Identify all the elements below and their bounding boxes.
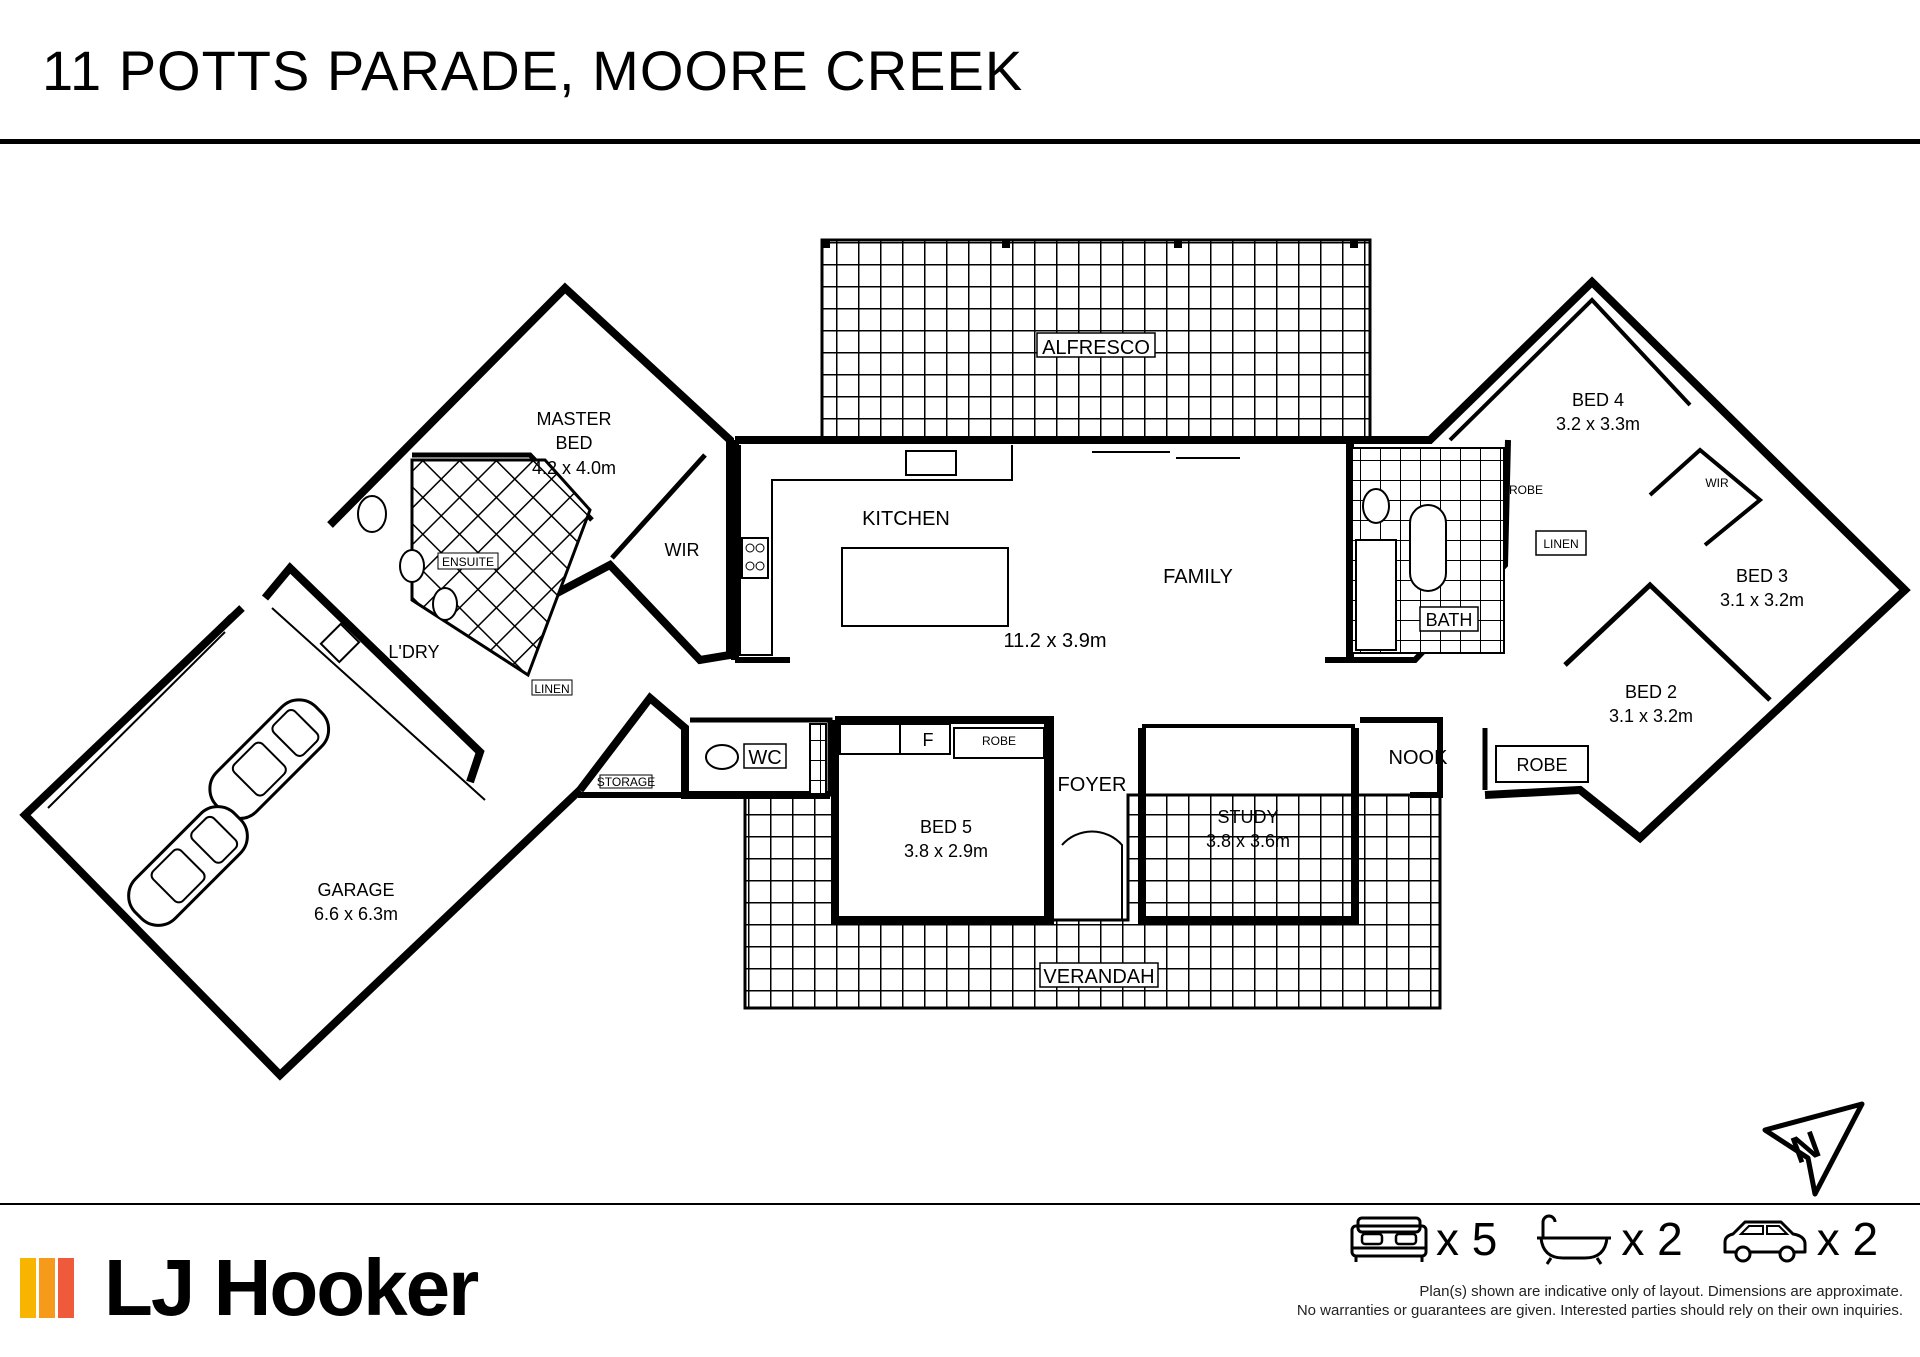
toilet-icon xyxy=(705,744,739,770)
basin-icon xyxy=(399,549,425,583)
bedroom-count-value: x 5 xyxy=(1436,1213,1498,1265)
brand-logo: LJ Hooker xyxy=(20,1243,479,1332)
label-study-size: 3.8 x 3.6m xyxy=(1206,831,1290,851)
alfresco-deck: ALFRESCO xyxy=(820,238,1372,440)
label-foyer: FOYER xyxy=(1058,774,1127,796)
label-ensuite: ENSUITE xyxy=(442,555,494,569)
left-wing: ENSUITE MASTER BED 4.2 x 4.0m WIR L'DRY … xyxy=(261,282,734,801)
label-study: STUDY xyxy=(1217,807,1278,827)
plan-disclaimer: Plan(s) shown are indicative only of lay… xyxy=(1297,1282,1903,1320)
car-icon xyxy=(1723,1220,1807,1263)
bathroom-count-value: x 2 xyxy=(1621,1213,1683,1265)
label-garage-size: 6.6 x 6.3m xyxy=(314,904,398,924)
label-bath: BATH xyxy=(1426,610,1473,630)
shower-icon xyxy=(1355,539,1397,651)
label-robe-bed4: ROBE xyxy=(1509,483,1543,497)
front-rooms: F ROBE BED 5 3.8 x 2.9m FOYER STUDY 3.8 … xyxy=(831,716,1589,924)
car-icon xyxy=(127,805,249,927)
label-bed4-size: 3.2 x 3.3m xyxy=(1556,414,1640,434)
label-fridge: F xyxy=(923,730,934,750)
label-bed2: BED 2 xyxy=(1625,682,1677,702)
property-address: 11 POTTS PARADE, MOORE CREEK xyxy=(42,39,1024,102)
label-master-bed-size: 4.2 x 4.0m xyxy=(532,458,616,478)
bedroom-count: x 5 xyxy=(1348,1212,1497,1266)
basin-icon xyxy=(432,587,458,621)
verandah-deck: VERANDAH xyxy=(743,793,1442,1010)
label-linen-left: LINEN xyxy=(534,682,569,696)
label-wir-master: WIR xyxy=(665,540,700,560)
label-master-bed-line1: MASTER xyxy=(536,409,611,429)
label-bed5-size: 3.8 x 2.9m xyxy=(904,841,988,861)
north-arrow-icon: N xyxy=(1762,1101,1865,1197)
brand-logo-bars xyxy=(20,1258,74,1318)
right-wing: BATH BED 4 3.2 x 3.3m ROBE LINEN WIR BED… xyxy=(1350,276,1911,844)
sink-icon xyxy=(905,450,957,476)
label-master-bed-line2: BED xyxy=(555,433,592,453)
label-kitchen: KITCHEN xyxy=(862,508,950,530)
label-robe-bed5: ROBE xyxy=(982,734,1016,748)
cooktop-icon xyxy=(741,537,769,579)
label-alfresco: ALFRESCO xyxy=(1042,337,1150,359)
storage-wc-block: STORAGE WC xyxy=(576,692,1443,799)
label-laundry: L'DRY xyxy=(388,642,439,662)
label-bed2-size: 3.1 x 3.2m xyxy=(1609,706,1693,726)
toilet-icon xyxy=(357,495,387,533)
label-robe-bed2: ROBE xyxy=(1516,755,1567,775)
brand-bar-yellow xyxy=(20,1258,36,1318)
disclaimer-line-1: Plan(s) shown are indicative only of lay… xyxy=(1419,1283,1903,1300)
label-nook: NOOK xyxy=(1389,747,1449,769)
kitchen-island xyxy=(841,547,1009,627)
toilet-icon xyxy=(1362,488,1390,524)
bed-icon xyxy=(1350,1216,1428,1262)
label-bed4: BED 4 xyxy=(1572,390,1624,410)
label-bed5: BED 5 xyxy=(920,817,972,837)
disclaimer-line-2: No warranties or guarantees are given. I… xyxy=(1296,1302,1903,1319)
footer-divider xyxy=(0,1203,1920,1205)
brand-bar-orange xyxy=(39,1258,55,1318)
label-wir-bed3: WIR xyxy=(1705,476,1729,490)
bath-icon xyxy=(1537,1214,1612,1265)
feature-counts: x 5 x 2 x 2 xyxy=(1348,1212,1914,1266)
car-space-count-value: x 2 xyxy=(1816,1213,1879,1265)
label-family: FAMILY xyxy=(1163,566,1233,588)
label-wc: WC xyxy=(748,747,781,769)
car-icon xyxy=(208,698,331,821)
brand-name: LJ Hooker xyxy=(104,1243,479,1332)
label-family-size: 11.2 x 3.9m xyxy=(1003,630,1106,652)
brand-bar-red xyxy=(58,1258,74,1318)
label-storage: STORAGE xyxy=(597,775,655,789)
laundry-tub-icon xyxy=(319,622,361,664)
kitchen-family-block: KITCHEN FAMILY 11.2 x 3.9m xyxy=(731,436,1360,663)
bathroom-count: x 2 xyxy=(1533,1212,1683,1266)
garage: GARAGE 6.6 x 6.3m xyxy=(19,605,583,1081)
label-bed3: BED 3 xyxy=(1736,566,1788,586)
header-divider xyxy=(0,139,1920,144)
north-letter: N xyxy=(1786,1124,1826,1173)
label-garage: GARAGE xyxy=(317,880,394,900)
car-space-count: x 2 xyxy=(1719,1212,1878,1266)
label-linen-right: LINEN xyxy=(1543,537,1578,551)
label-verandah: VERANDAH xyxy=(1043,966,1154,988)
bathtub-icon xyxy=(1409,504,1447,592)
label-bed3-size: 3.1 x 3.2m xyxy=(1720,590,1804,610)
